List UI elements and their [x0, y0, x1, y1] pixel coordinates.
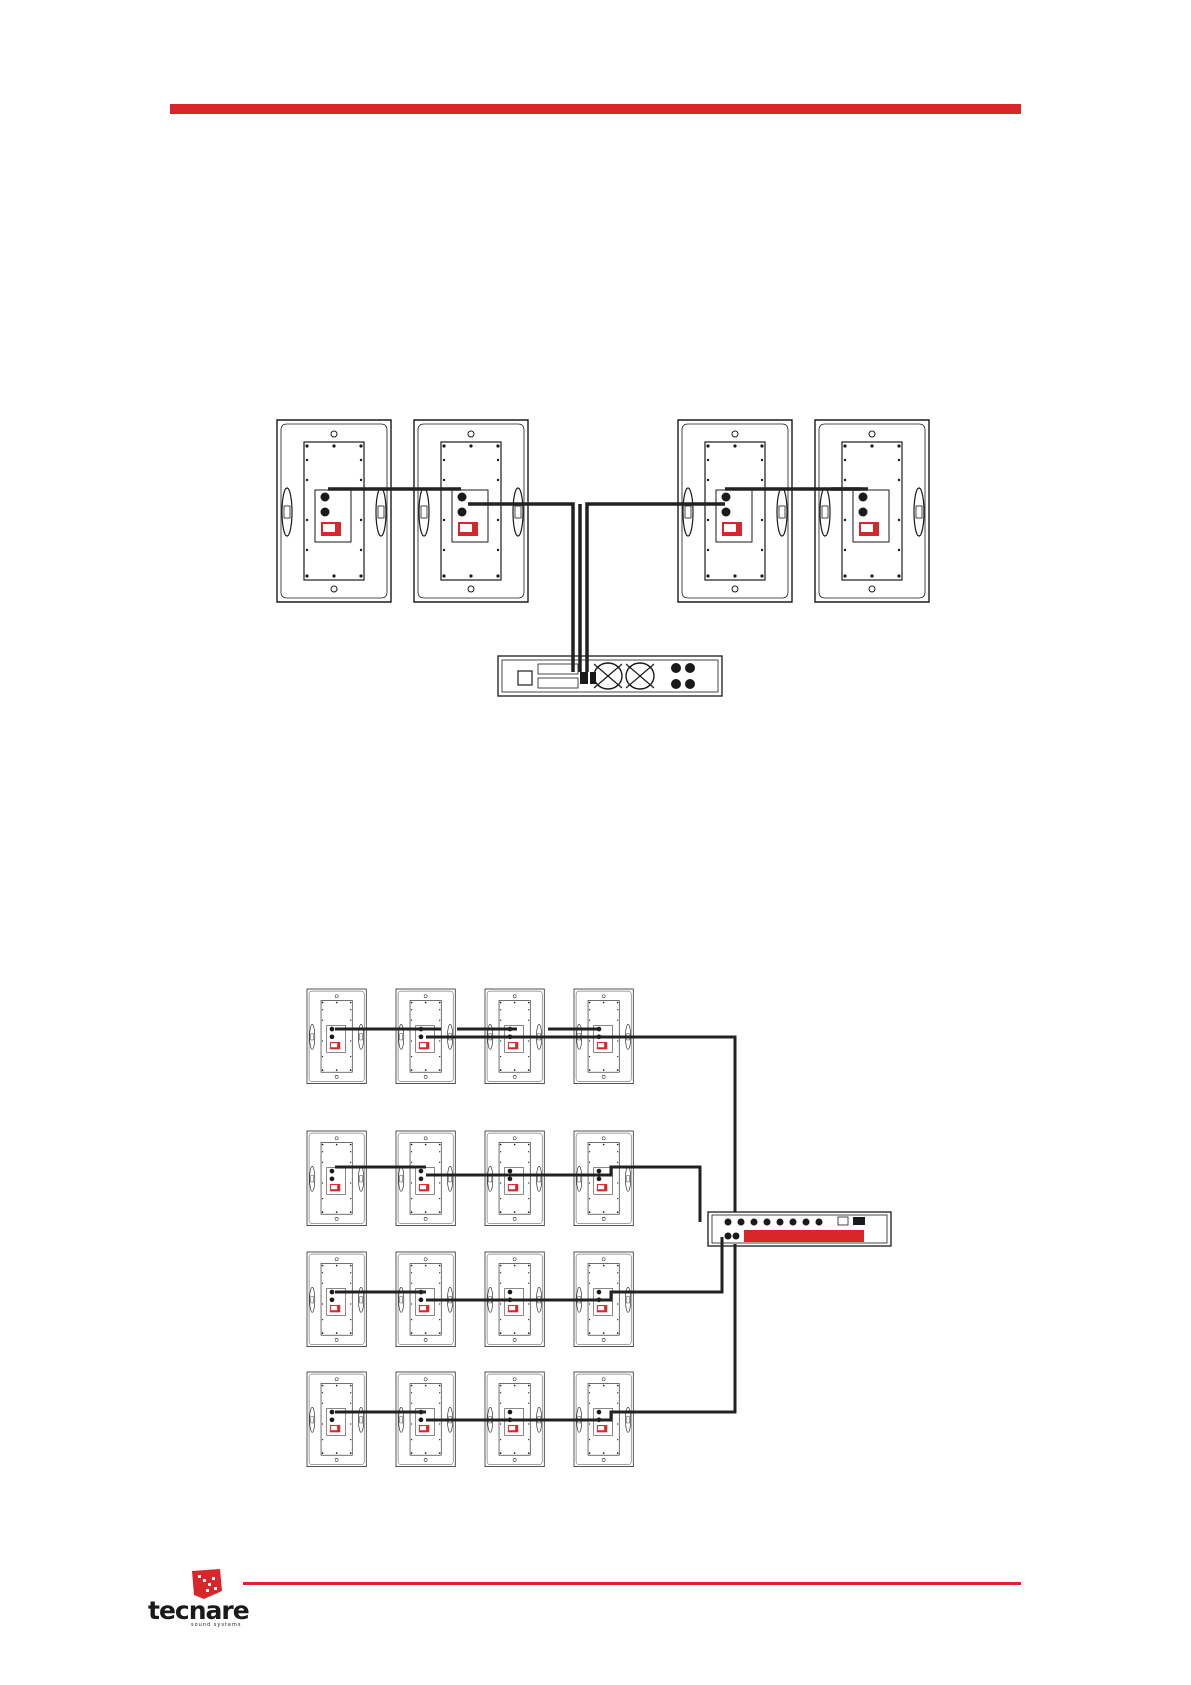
- speakon-connector-2: [330, 1418, 335, 1423]
- speaker-cabinet: [414, 420, 528, 602]
- speakon-connector-2: [330, 1035, 335, 1040]
- speakon-connector-1: [597, 1410, 602, 1415]
- channel-connector: [751, 1219, 758, 1226]
- diagram-four-speakers: [277, 420, 929, 696]
- speakon-connector-2: [330, 1177, 335, 1182]
- speakon-connector-2: [419, 1418, 424, 1423]
- channel-connector: [790, 1219, 797, 1226]
- speaker-cabinet-small: [307, 1372, 366, 1467]
- speakon-connector-1: [330, 1169, 335, 1174]
- output-connector: [671, 663, 681, 673]
- speaker-cabinet-small: [485, 1131, 544, 1226]
- speaker-cabinet: [277, 420, 391, 602]
- speaker-cabinet-small: [307, 1131, 366, 1226]
- speakon-connector-1: [321, 493, 330, 502]
- speakon-connector-2: [722, 508, 731, 517]
- speaker-cabinet: [815, 420, 929, 602]
- speaker-cabinet-small: [396, 1131, 455, 1226]
- output-connector: [685, 679, 695, 689]
- speakon-connector-1: [330, 1027, 335, 1032]
- output-connector: [671, 679, 681, 689]
- speakon-connector-1: [597, 1290, 602, 1295]
- channel-connector: [725, 1219, 732, 1226]
- speakon-connector-2: [419, 1298, 424, 1303]
- output-connector: [685, 663, 695, 673]
- speakon-connector-2: [458, 508, 467, 517]
- speakon-connector-2: [597, 1177, 602, 1182]
- channel-connector: [777, 1219, 784, 1226]
- speakon-connector-1: [419, 1169, 424, 1174]
- speaker-cabinet-small: [307, 989, 366, 1084]
- speakon-connector-1: [330, 1410, 335, 1415]
- speakon-connector-1: [859, 493, 868, 502]
- multichannel-amplifier: [708, 1212, 891, 1246]
- speakon-connector-1: [722, 493, 731, 502]
- diagram-sixteen-speakers: [307, 989, 891, 1467]
- speaker-cabinet: [678, 420, 792, 602]
- speakon-connector-2: [330, 1298, 335, 1303]
- speakon-connector-1: [508, 1290, 513, 1295]
- speakon-connector-2: [321, 508, 330, 517]
- channel-connector: [738, 1219, 745, 1226]
- speakon-connector-1: [458, 493, 467, 502]
- speaker-cabinet-small: [574, 1131, 633, 1226]
- speakon-connector-1: [508, 1410, 513, 1415]
- speakon-connector-2: [419, 1177, 424, 1182]
- logo-tagline: sound systems: [191, 1622, 241, 1628]
- speakon-connector-1: [508, 1169, 513, 1174]
- speaker-cabinet-small: [307, 1252, 366, 1347]
- speakon-connector-1: [597, 1169, 602, 1174]
- speakon-connector-2: [419, 1035, 424, 1040]
- channel-connector: [764, 1219, 771, 1226]
- channel-connector: [803, 1219, 810, 1226]
- amplifier-vent-grille: [744, 1230, 864, 1242]
- footer-accent-bar: [243, 1582, 1021, 1585]
- speakon-connector-2: [508, 1177, 513, 1182]
- logo-wordmark: tecnare: [148, 1596, 249, 1625]
- speakon-connector-2: [859, 508, 868, 517]
- channel-connector: [816, 1219, 823, 1226]
- amplifier-rear-panel: [498, 656, 722, 696]
- speakon-connector-1: [330, 1290, 335, 1295]
